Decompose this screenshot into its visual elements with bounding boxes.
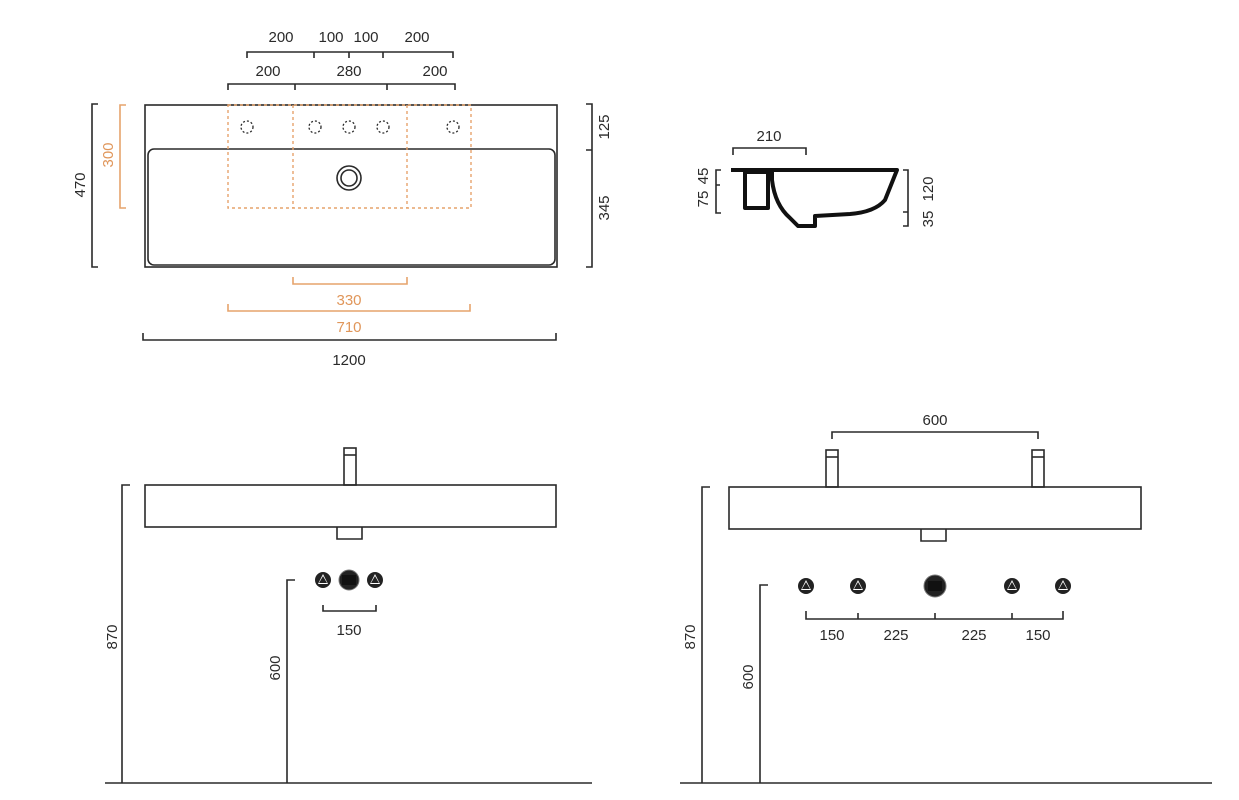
- dim-45: 45: [695, 168, 712, 185]
- tap-icon: [343, 447, 357, 486]
- dim-330: 330: [336, 292, 361, 309]
- basin-section-shape: [731, 168, 899, 228]
- dim-35: 35: [920, 211, 937, 228]
- dim-depth-470: 470: [72, 172, 89, 197]
- dim-345: 345: [596, 195, 613, 220]
- dim-row2-3: 200: [422, 63, 447, 80]
- dim-150: 150: [336, 622, 361, 639]
- dim-600: 600: [740, 664, 757, 689]
- dim-870: 870: [682, 624, 699, 649]
- tap-icon: [1031, 449, 1045, 488]
- dim-75: 75: [695, 191, 712, 208]
- front-view-single-tap: 870 600 150: [104, 447, 592, 784]
- valve-icons: [798, 574, 1071, 598]
- section-view: 210 75 45 35 120: [695, 128, 937, 228]
- dim-row2-1: 200: [255, 63, 280, 80]
- dim-225-left: 225: [883, 627, 908, 644]
- drain-icon: [336, 165, 362, 191]
- dim-row1-1: 200: [268, 29, 293, 46]
- top-view: 200 100 100 200 200 280 200 470 300 125 …: [72, 29, 613, 369]
- dim-row1-3: 100: [353, 29, 378, 46]
- dim-600: 600: [267, 655, 284, 680]
- dim-225-right: 225: [961, 627, 986, 644]
- dim-150-right: 150: [1025, 627, 1050, 644]
- dim-row1-4: 200: [404, 29, 429, 46]
- dim-row1-2: 100: [318, 29, 343, 46]
- tap-hole-markers: [240, 120, 460, 134]
- dim-cabinet-300: 300: [100, 142, 117, 167]
- dim-210: 210: [756, 128, 781, 145]
- dim-150-left: 150: [819, 627, 844, 644]
- dim-710: 710: [336, 319, 361, 336]
- dim-870: 870: [104, 624, 121, 649]
- dim-120: 120: [920, 176, 937, 201]
- basin-front: [728, 486, 1142, 530]
- dim-1200: 1200: [332, 352, 365, 369]
- valve-icons: [315, 569, 383, 591]
- dim-125: 125: [596, 114, 613, 139]
- front-view-double-tap: 600 870 600 150 225 225 150: [680, 412, 1212, 784]
- basin-front: [144, 484, 557, 528]
- cabinet-outline: [227, 104, 472, 209]
- dim-row2-2: 280: [336, 63, 361, 80]
- tap-icon: [825, 449, 839, 488]
- dim-600-taps: 600: [922, 412, 947, 429]
- basin-bowl: [147, 148, 556, 266]
